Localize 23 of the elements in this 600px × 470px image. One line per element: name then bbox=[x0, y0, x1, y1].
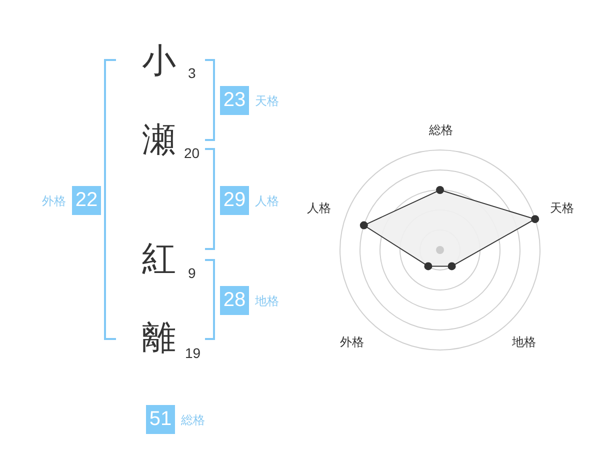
stroke-count: 20 bbox=[184, 146, 200, 160]
stroke-count: 9 bbox=[188, 266, 196, 280]
axis-label: 天格 bbox=[550, 202, 574, 214]
name-character: 紅 bbox=[142, 242, 176, 276]
axis-label: 地格 bbox=[512, 336, 536, 348]
score-badge: 23 bbox=[220, 86, 249, 115]
category-label: 地格 bbox=[255, 294, 279, 308]
axis-label: 外格 bbox=[340, 336, 364, 348]
name-character: 小 bbox=[142, 44, 176, 78]
category-label: 天格 bbox=[255, 94, 279, 108]
axis-label: 総格 bbox=[429, 124, 453, 136]
axis-label: 人格 bbox=[307, 202, 331, 214]
score-badge: 22 bbox=[72, 186, 101, 215]
score-badge: 28 bbox=[220, 286, 249, 315]
score-badge: 51 bbox=[146, 405, 175, 434]
name-character: 瀬 bbox=[142, 123, 176, 157]
score-badge: 29 bbox=[220, 186, 249, 215]
category-label: 総格 bbox=[181, 412, 205, 426]
name-character: 離 bbox=[142, 321, 176, 355]
stroke-count: 19 bbox=[185, 346, 201, 360]
category-label: 人格 bbox=[255, 194, 279, 208]
category-label: 外格 bbox=[42, 194, 66, 208]
stroke-count: 3 bbox=[188, 66, 196, 80]
